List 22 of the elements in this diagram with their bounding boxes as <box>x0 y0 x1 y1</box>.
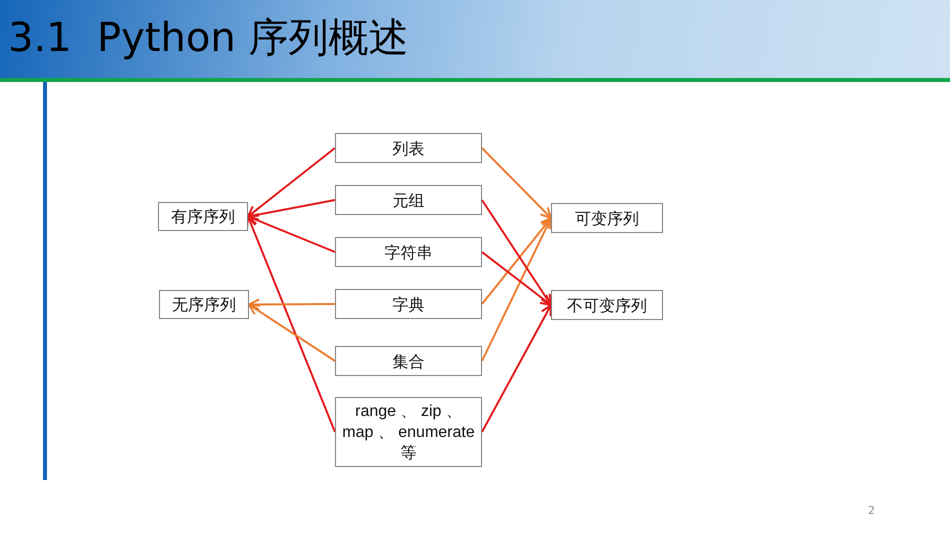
category-box: 集合 <box>335 346 482 376</box>
arrow <box>247 147 336 218</box>
slide-title: 3.1 Python 序列概述 <box>8 14 408 63</box>
category-box: 无序序列 <box>159 290 249 319</box>
arrow <box>481 199 552 306</box>
arrow <box>481 147 552 219</box>
arrow <box>248 298 335 310</box>
arrow <box>481 251 552 306</box>
category-box: 可变序列 <box>551 203 663 233</box>
arrow <box>246 216 336 432</box>
category-box: 不可变序列 <box>551 290 663 320</box>
category-box: 元组 <box>335 185 482 215</box>
category-box: 字典 <box>335 289 482 319</box>
arrow <box>481 304 552 432</box>
category-box: 有序序列 <box>158 202 248 231</box>
category-box: 字符串 <box>335 237 482 267</box>
category-box: range 、 zip 、 map 、 enumerate 等 <box>335 397 482 467</box>
category-box: 列表 <box>335 133 482 163</box>
page-number: 2 <box>868 504 875 517</box>
arrow <box>481 217 552 305</box>
arrow <box>247 214 336 253</box>
arrow <box>248 304 336 362</box>
